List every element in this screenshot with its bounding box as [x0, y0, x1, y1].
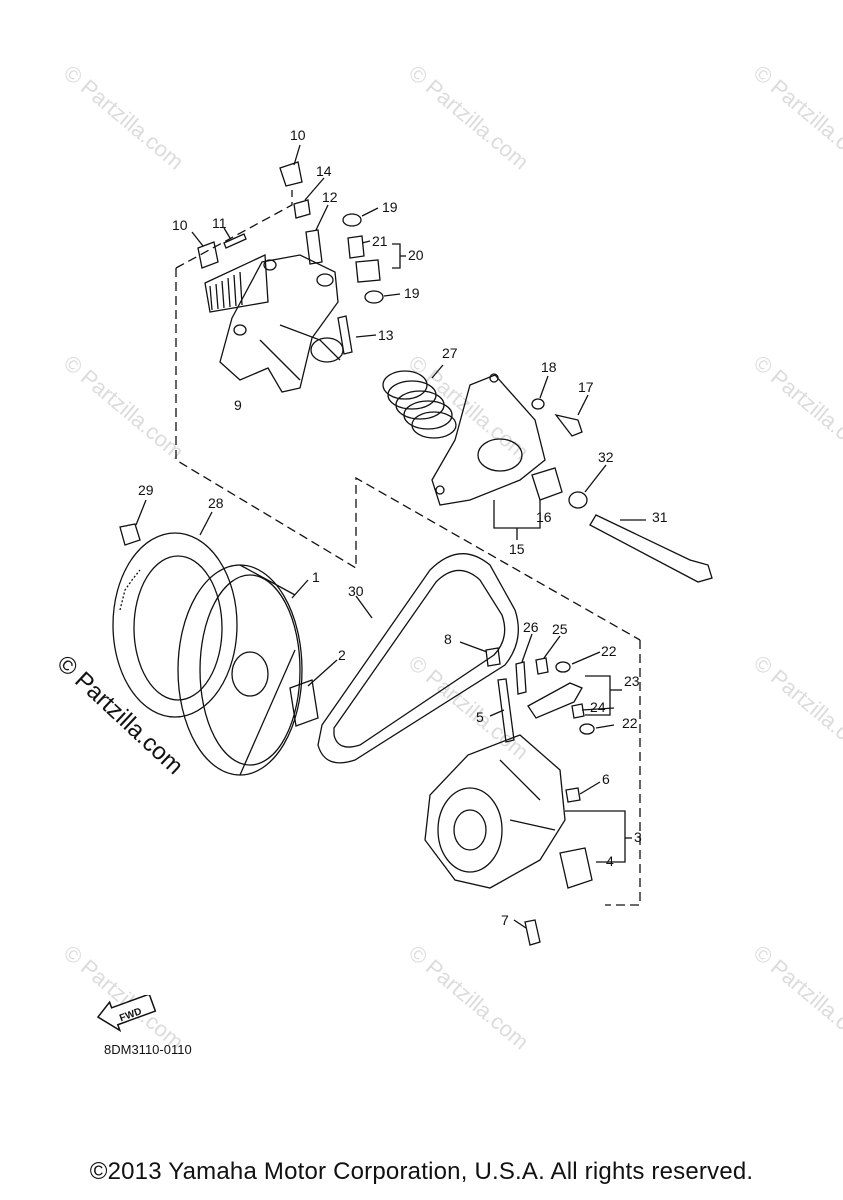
callout-13: 13: [378, 327, 394, 343]
callout-6: 6: [602, 771, 610, 787]
callout-20: 20: [408, 247, 424, 263]
pin-part-26: [515, 661, 527, 695]
nut-part-8: [485, 647, 501, 667]
pin-part-11: [223, 233, 247, 249]
callout-27: 27: [442, 345, 458, 361]
callout-15: 15: [509, 541, 525, 557]
fwd-arrow-icon: FWD: [95, 993, 165, 1040]
pin-part-24: [571, 703, 585, 719]
callout-29: 29: [138, 482, 154, 498]
bolt-part-17: [554, 413, 583, 437]
bushing-part-2: [289, 679, 319, 727]
callout-19: 19: [382, 199, 398, 215]
callout-4: 4: [606, 853, 614, 869]
washer-part-19: [364, 290, 384, 304]
assembly-boundary: [175, 190, 293, 269]
callout-10: 10: [290, 127, 306, 143]
callout-1: 1: [312, 569, 320, 585]
callout-10: 10: [172, 217, 188, 233]
pin-part-12: [305, 229, 323, 265]
callout-28: 28: [208, 495, 224, 511]
screw-part-25: [535, 657, 549, 675]
collar-part-18: [531, 398, 545, 410]
assembly-boundary: [605, 640, 641, 906]
roller-part-20: [355, 259, 381, 283]
callout-22: 22: [622, 715, 638, 731]
callout-7: 7: [501, 912, 509, 928]
callout-23: 23: [624, 673, 640, 689]
movable-sheave-part-1: [177, 564, 303, 776]
callout-19: 19: [404, 285, 420, 301]
nut-part-22: [579, 723, 595, 735]
washer-part-32: [568, 491, 588, 509]
bolt-part-13: [337, 315, 353, 355]
nut-part-14: [293, 199, 311, 219]
callout-3: 3: [634, 829, 642, 845]
callout-8: 8: [444, 631, 452, 647]
weight-part-10: [197, 241, 219, 269]
bolt-part-31: [589, 514, 713, 583]
lever-part-23: [527, 682, 583, 719]
callout-14: 14: [316, 163, 332, 179]
callout-9: 9: [234, 397, 242, 413]
ring-gear-part-28: [112, 532, 238, 718]
bolt-part-7: [524, 919, 541, 946]
callout-12: 12: [322, 189, 338, 205]
weight-part-10: [279, 161, 303, 187]
drive-belt-part-30: [317, 552, 519, 764]
copyright-notice: ©2013 Yamaha Motor Corporation, U.S.A. A…: [89, 1158, 754, 1185]
screw-part-6: [565, 787, 581, 803]
callout-5: 5: [476, 709, 484, 725]
bushing-part-16: [531, 467, 563, 501]
callout-11: 11: [212, 215, 227, 231]
callout-2: 2: [338, 647, 346, 663]
washer-part-19: [342, 213, 362, 227]
diagram-code: 8DM3110-0110: [104, 1042, 192, 1057]
callout-21: 21: [372, 233, 388, 249]
callout-30: 30: [348, 583, 364, 599]
callout-24: 24: [590, 699, 606, 715]
nut-part-22: [555, 661, 571, 673]
bolt-part-29: [119, 523, 141, 546]
callout-17: 17: [578, 379, 594, 395]
pin-part-5: [497, 678, 515, 743]
callout-31: 31: [652, 509, 668, 525]
cover-part-15: [431, 373, 546, 506]
callout-32: 32: [598, 449, 614, 465]
callout-16: 16: [536, 509, 552, 525]
bushing-part-4: [559, 847, 593, 889]
spider-hub-part-9: [204, 254, 344, 393]
leader-lines: [135, 144, 646, 929]
spring-part-27: [382, 370, 457, 439]
secondary-sheave-part-3: [424, 734, 566, 889]
callout-22: 22: [601, 643, 617, 659]
callout-25: 25: [552, 621, 568, 637]
assembly-boundary: [175, 268, 641, 641]
callout-26: 26: [523, 619, 539, 635]
callout-18: 18: [541, 359, 557, 375]
bushing-part-21: [347, 235, 365, 259]
